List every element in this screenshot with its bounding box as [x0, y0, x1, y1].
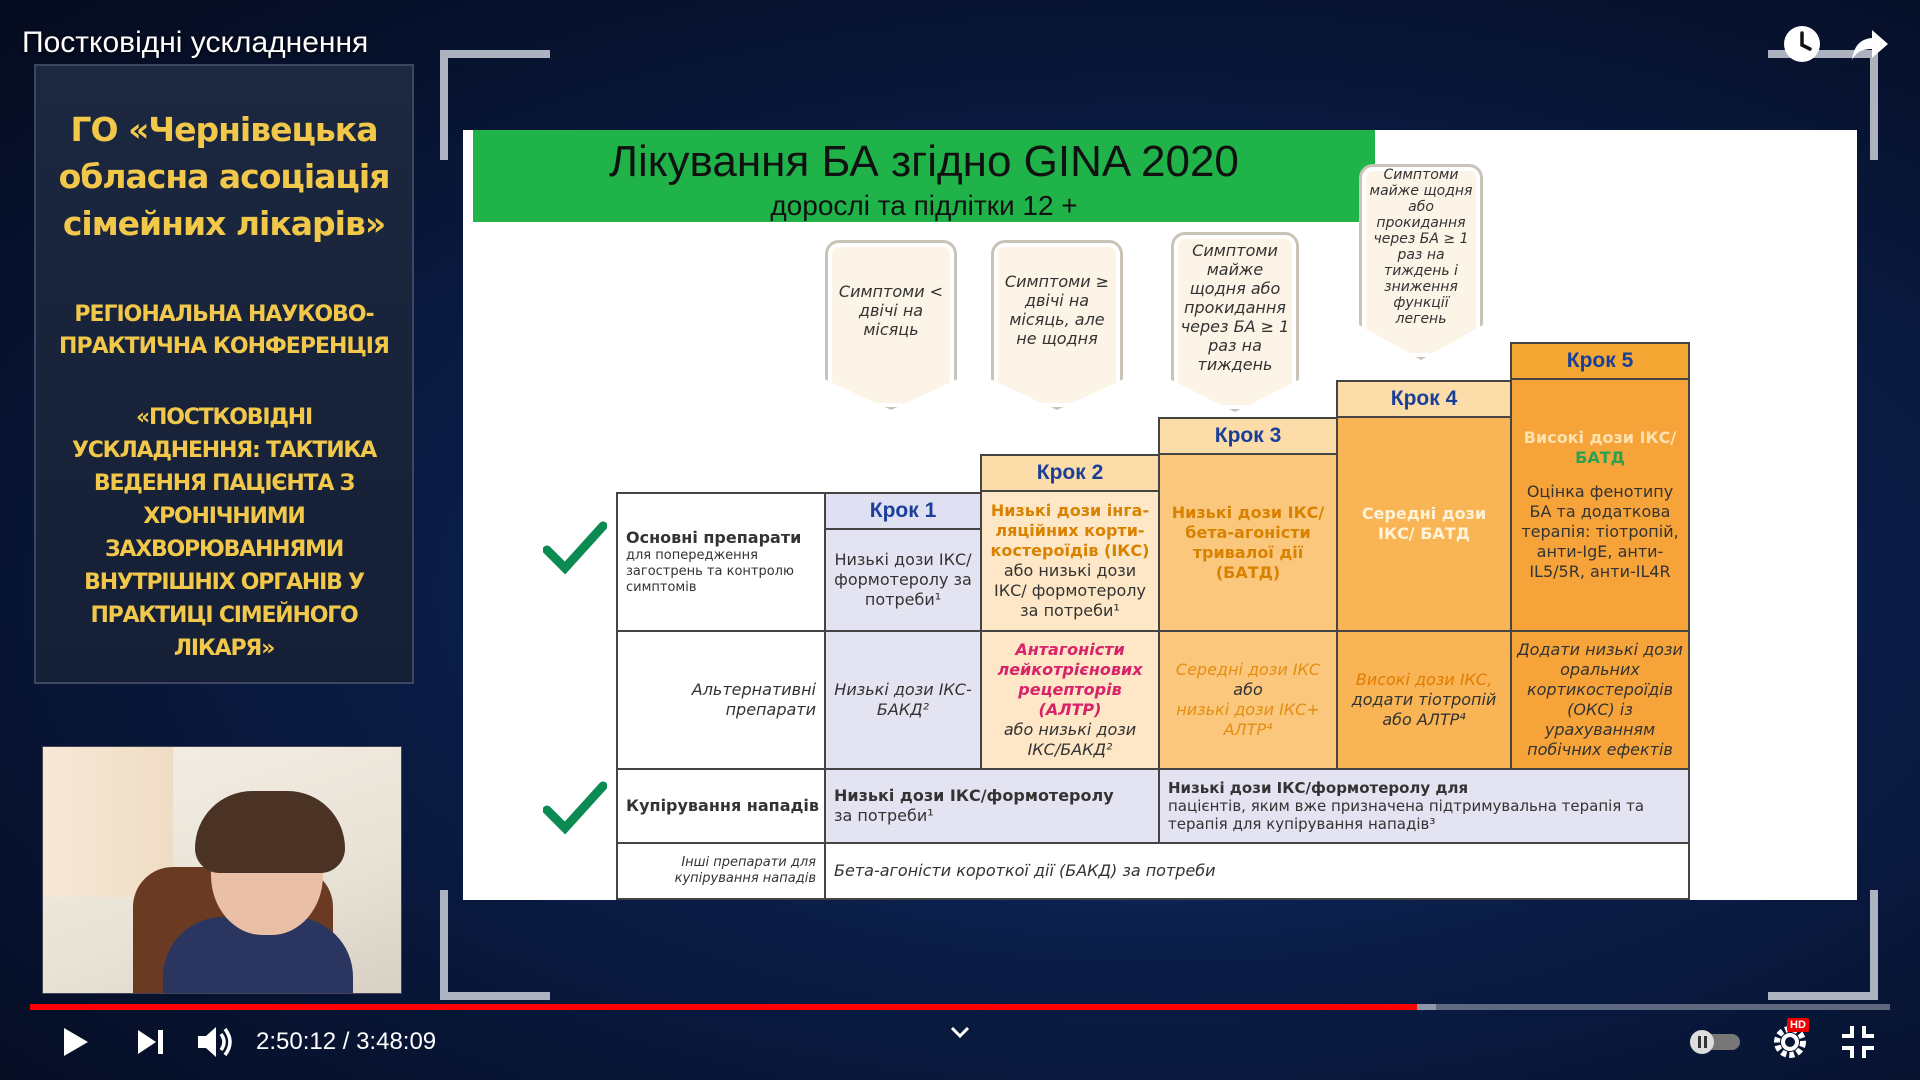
frame-corner: [440, 50, 550, 160]
alt-step4-cell: Високі дози ІКС, додати тіотропій або АЛ…: [1336, 630, 1512, 770]
main-step4-cell: Середні дози ІКС/ БАТД: [1336, 416, 1512, 632]
step-1-label: Крок 1: [824, 492, 982, 530]
frame-corner: [440, 890, 550, 1000]
checkmark-icon: [543, 521, 607, 575]
exit-fullscreen-icon[interactable]: [1836, 1020, 1880, 1064]
step-3-label: Крок 3: [1158, 417, 1338, 455]
slide-header: Лікування БА згідно GINA 2020 дорослі та…: [473, 130, 1375, 222]
play-icon[interactable]: [52, 1020, 96, 1064]
conference-org: ГО «Чернівецька обласна асоціація сімейн…: [58, 110, 391, 243]
volume-icon[interactable]: [192, 1020, 236, 1064]
alt-step1-cell: Низькі дози ІКС-БАКД²: [824, 630, 982, 770]
other-relief-cell: Бета-агоністи короткої дії (БАКД) за пот…: [824, 842, 1690, 900]
slide-subtitle: дорослі та підлітки 12 +: [770, 190, 1078, 221]
main-step3-cell: Низькі дози ІКС/ бета-агоністи тривалої …: [1158, 453, 1338, 632]
main-step5-cell: Високі дози ІКС/ БАТД Оцінка фенотипу БА…: [1510, 378, 1690, 632]
share-icon[interactable]: [1848, 22, 1892, 66]
row-main-label: Основні препарати для попередження загос…: [616, 492, 826, 632]
slide-title: Лікування БА згідно GINA 2020: [609, 137, 1239, 186]
conference-theme: «ПОСТКОВІДНІ УСКЛАДНЕННЯ: ТАКТИКА ВЕДЕНН…: [71, 405, 377, 661]
symptom-badge: Симптоми майже щодня або прокидання чере…: [1171, 232, 1299, 412]
hd-badge: HD: [1787, 1018, 1809, 1032]
main-step1-cell: Низькі дози ІКС/ формотеролу за потреби¹: [824, 528, 982, 632]
symptom-badge: Симптоми майже щодня або прокидання чере…: [1359, 164, 1483, 360]
relief-step35-cell: Низькі дози ІКС/формотеролу для пацієнті…: [1158, 768, 1690, 844]
presentation-slide: Лікування БА згідно GINA 2020 дорослі та…: [463, 130, 1857, 900]
symptom-badge: Симптоми ≥ двічі на місяць, але не щодня: [991, 240, 1123, 410]
conference-panel: ГО «Чернівецька обласна асоціація сімейн…: [34, 64, 414, 684]
relief-step12-cell: Низькі дози ІКС/формотеролу за потреби¹: [824, 768, 1160, 844]
main-step2-cell: Низькі дози інга-ляційних корти-костерої…: [980, 490, 1160, 632]
step-4-label: Крок 4: [1336, 380, 1512, 418]
alt-step2-cell: Антагоністи лейкотрієнових рецепторів (А…: [980, 630, 1160, 770]
time-display: 2:50:12 / 3:48:09: [256, 1028, 437, 1055]
step-2-label: Крок 2: [980, 454, 1160, 492]
video-title: Постковідні ускладнення: [22, 26, 369, 59]
watch-later-icon[interactable]: [1780, 22, 1824, 66]
speaker-webcam: [42, 746, 402, 994]
player-controls: 2:50:12 / 3:48:09 HD: [0, 990, 1920, 1080]
next-icon[interactable]: [128, 1020, 172, 1064]
chevron-down-icon[interactable]: [938, 1010, 982, 1054]
checkmark-icon: [543, 781, 607, 835]
row-other-label: Інші препарати для купірування нападів: [616, 842, 826, 900]
row-relief-label: Купірування нападів: [616, 768, 826, 844]
progress-bar[interactable]: [30, 1004, 1890, 1010]
progress-played: [30, 1004, 1418, 1010]
alt-step5-cell: Додати низькі дози оральних кортикостеро…: [1510, 630, 1690, 770]
alt-step3-cell: Середні дози ІКС або низькі дози ІКС+ АЛ…: [1158, 630, 1338, 770]
frame-corner: [1768, 890, 1878, 1000]
symptom-badge: Симптоми < двічі на місяць: [825, 240, 957, 410]
step-5-label: Крок 5: [1510, 342, 1690, 380]
frame-corner: [1768, 50, 1878, 160]
row-alt-label: Альтернативні препарати: [616, 630, 826, 770]
conference-subtitle: РЕГІОНАЛЬНА НАУКОВО-ПРАКТИЧНА КОНФЕРЕНЦІ…: [59, 302, 390, 359]
autoplay-toggle-icon[interactable]: [1688, 1020, 1742, 1064]
